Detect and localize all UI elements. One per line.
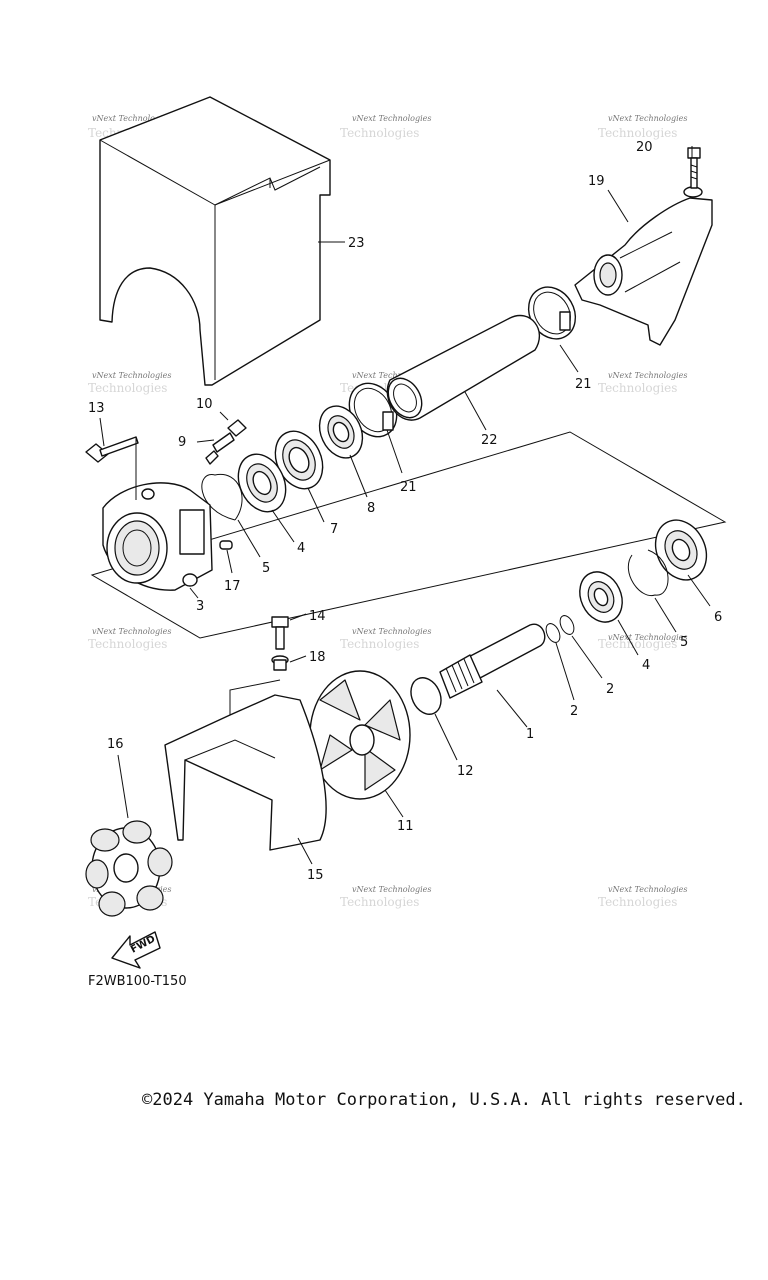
leader-lines bbox=[99, 146, 711, 865]
svg-text:Technologies: Technologies bbox=[598, 637, 677, 651]
bolt-part bbox=[687, 147, 701, 189]
watermark-text: vNext Technologies bbox=[352, 885, 431, 894]
callout-3: 3 bbox=[196, 599, 204, 614]
cover-part bbox=[99, 96, 331, 386]
callout-8: 8 bbox=[367, 501, 375, 516]
watermark-text: vNext Technologies bbox=[352, 371, 431, 380]
circlip-part bbox=[627, 549, 669, 597]
shaft-part bbox=[439, 623, 546, 699]
svg-text:Technologies: Technologies bbox=[340, 126, 419, 140]
callout-19: 19 bbox=[588, 174, 605, 189]
nozzle-part bbox=[574, 186, 713, 346]
tube-part bbox=[386, 315, 541, 421]
pin-part bbox=[219, 540, 233, 550]
callout-5: 5 bbox=[680, 635, 688, 650]
watermarks: Technologies vNext Technologies Technolo… bbox=[88, 114, 687, 909]
bearing-part bbox=[654, 519, 708, 581]
watermark-text: vNext Technologies bbox=[608, 371, 687, 380]
watermark-text: vNext Technologies bbox=[352, 114, 431, 123]
callout-23: 23 bbox=[348, 236, 365, 251]
bearing-part bbox=[318, 405, 364, 459]
clamp-part bbox=[527, 286, 577, 340]
callout-4: 4 bbox=[642, 658, 650, 673]
bearing-part bbox=[237, 453, 287, 513]
callout-12: 12 bbox=[457, 764, 474, 779]
svg-text:Technologies: Technologies bbox=[340, 895, 419, 909]
bolt-part bbox=[271, 616, 289, 650]
callout-18: 18 bbox=[309, 650, 326, 665]
svg-text:Technologies: Technologies bbox=[598, 381, 677, 395]
bracket-part bbox=[164, 679, 327, 851]
callout-21: 21 bbox=[400, 480, 417, 495]
bearing-part bbox=[579, 571, 623, 623]
callout-20: 20 bbox=[636, 140, 653, 155]
o-ring-part bbox=[545, 623, 561, 643]
impeller-part bbox=[309, 670, 411, 800]
svg-text:Technologies: Technologies bbox=[598, 895, 677, 909]
cap-part bbox=[227, 419, 247, 437]
callout-16: 16 bbox=[107, 737, 124, 752]
watermark-text: vNext Technologies bbox=[608, 114, 687, 123]
callout-2: 2 bbox=[570, 704, 578, 719]
figure-code: F2WB100-T150 bbox=[88, 974, 187, 989]
fwd-arrow-icon: FWD bbox=[111, 931, 161, 969]
housing-part bbox=[102, 482, 213, 591]
o-ring-part bbox=[559, 615, 575, 635]
bolt-part bbox=[85, 436, 139, 463]
collar-part bbox=[271, 655, 289, 671]
watermark-text: vNext Technologies bbox=[608, 885, 687, 894]
callout-14: 14 bbox=[309, 609, 326, 624]
damper-part bbox=[85, 820, 173, 917]
bearing-part bbox=[274, 430, 324, 490]
callout-7: 7 bbox=[330, 522, 338, 537]
svg-text:Technologies: Technologies bbox=[598, 126, 677, 140]
svg-text:Technologies: Technologies bbox=[88, 637, 167, 651]
callout-numbers: 23 20 19 21 22 21 8 7 4 5 17 3 9 10 13 6… bbox=[88, 140, 722, 883]
washer-part bbox=[410, 677, 442, 715]
callout-11: 11 bbox=[397, 819, 414, 834]
watermark-text: vNext Technologies bbox=[92, 627, 171, 636]
callout-2: 2 bbox=[606, 682, 614, 697]
callout-17: 17 bbox=[224, 579, 241, 594]
exploded-parts-diagram: Technologies vNext Technologies Technolo… bbox=[85, 96, 727, 969]
callout-9: 9 bbox=[178, 435, 186, 450]
fitting-part bbox=[205, 432, 235, 465]
callout-13: 13 bbox=[88, 401, 105, 416]
callout-10: 10 bbox=[196, 397, 213, 412]
watermark-text: vNext Technologies bbox=[92, 371, 171, 380]
svg-text:Technologies: Technologies bbox=[340, 637, 419, 651]
svg-text:Technologies: Technologies bbox=[88, 381, 167, 395]
callout-22: 22 bbox=[481, 433, 498, 448]
callout-21: 21 bbox=[575, 377, 592, 392]
copyright-notice: ©2024 Yamaha Motor Corporation, U.S.A. A… bbox=[142, 1090, 746, 1110]
watermark-text: vNext Technologies bbox=[608, 633, 687, 642]
watermark-text: vNext Technologies bbox=[352, 627, 431, 636]
callout-6: 6 bbox=[714, 610, 722, 625]
callout-5: 5 bbox=[262, 561, 270, 576]
callout-1: 1 bbox=[526, 727, 534, 742]
watermark-text: vNext Technologies bbox=[92, 114, 171, 123]
callout-15: 15 bbox=[307, 868, 324, 883]
housing-panel-outline bbox=[90, 431, 727, 639]
callout-4: 4 bbox=[297, 541, 305, 556]
